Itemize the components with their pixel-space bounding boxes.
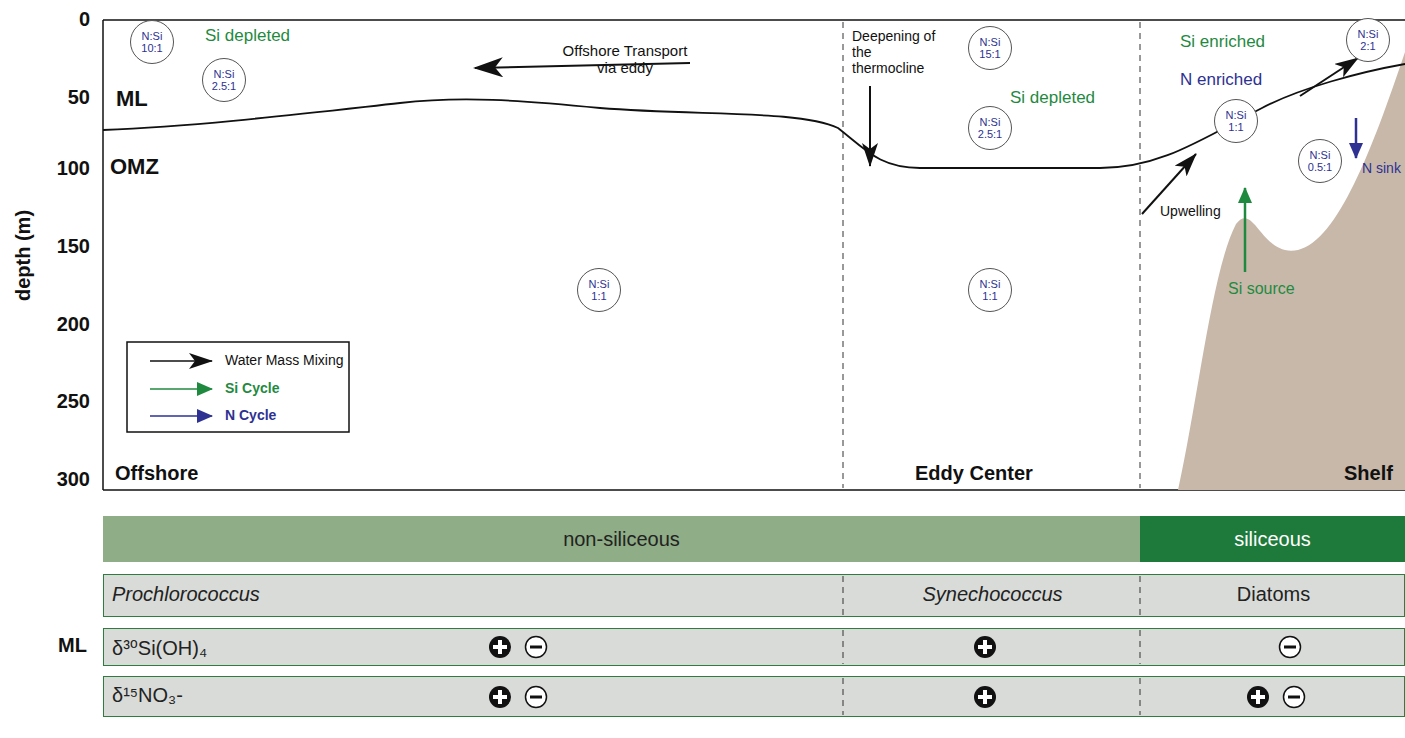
annotation: Si source bbox=[1228, 280, 1295, 298]
axis-title: depth (m) bbox=[13, 209, 36, 300]
deepening-arrow bbox=[869, 86, 871, 166]
node-text: Diatoms bbox=[1141, 583, 1405, 606]
annotation: N enriched bbox=[1180, 70, 1262, 90]
legend-box bbox=[127, 342, 349, 432]
node-text: N:Si 2.5:1 bbox=[209, 68, 239, 92]
ratio-circle: N:Si 10:1 bbox=[130, 20, 174, 64]
ratio-circle: N:Si 2.5:1 bbox=[968, 106, 1012, 150]
ratio-circle: N:Si 1:1 bbox=[577, 268, 621, 312]
isotope-row: δ¹⁵NO₃- bbox=[103, 676, 1405, 717]
band-siliceous: siliceous bbox=[1140, 516, 1405, 562]
offshore-transport-arrow bbox=[475, 63, 690, 68]
axis-tick-label: 50 bbox=[68, 86, 90, 109]
node-text: N:Si 2.5:1 bbox=[975, 116, 1005, 140]
ratio-circle: N:Si 0.5:1 bbox=[1298, 139, 1342, 183]
ratio-circle: N:Si 1:1 bbox=[968, 268, 1012, 312]
annotation: ML bbox=[58, 634, 87, 657]
legend-arrow bbox=[150, 360, 212, 362]
ratio-circle: N:Si 15:1 bbox=[968, 26, 1012, 70]
organism-row: Prochlorococcus SynechococcusDiatoms bbox=[103, 574, 1405, 617]
annotation: ML bbox=[116, 86, 148, 111]
axis-tick-label: 0 bbox=[79, 8, 90, 31]
axis-tick-label: 100 bbox=[57, 157, 90, 180]
shelf-seafloor bbox=[1178, 52, 1405, 490]
annotation: Si enriched bbox=[1180, 32, 1265, 52]
thermocline-curve bbox=[103, 64, 1405, 168]
legend-label: N Cycle bbox=[225, 407, 276, 423]
annotation: Eddy Center bbox=[915, 462, 1033, 485]
axis-tick-label: 250 bbox=[57, 390, 90, 413]
legend-arrow bbox=[150, 415, 212, 417]
annotation: Upwelling bbox=[1160, 203, 1221, 219]
annotation: Offshore Transport via eddy bbox=[560, 42, 690, 77]
legend-label: Si Cycle bbox=[225, 380, 279, 396]
node-text: siliceous bbox=[1234, 528, 1311, 551]
si-source-arrow bbox=[1244, 188, 1247, 272]
legend-label: Water Mass Mixing bbox=[225, 352, 344, 368]
annotation: Si depleted bbox=[1010, 88, 1095, 108]
legend-arrow bbox=[150, 388, 212, 390]
node-text: N:Si 15:1 bbox=[975, 36, 1005, 60]
node-text: δ¹⁵NO₃- bbox=[112, 684, 183, 707]
annotation: N sink bbox=[1362, 160, 1401, 176]
node-text: Prochlorococcus bbox=[112, 583, 260, 606]
ratio-circle: N:Si 2.5:1 bbox=[202, 58, 246, 102]
upwelling-arrow bbox=[1300, 58, 1358, 96]
axis-tick-label: 200 bbox=[57, 313, 90, 336]
region-dividers bbox=[843, 22, 1140, 488]
isotope-row: δ³⁰Si(OH)₄ bbox=[103, 628, 1405, 666]
node-text: N:Si 2:1 bbox=[1353, 28, 1383, 52]
annotation: Offshore bbox=[115, 462, 198, 485]
axis-tick-label: 150 bbox=[57, 235, 90, 258]
annotation: Shelf bbox=[1344, 462, 1393, 485]
node-text: N:Si 0.5:1 bbox=[1305, 149, 1335, 173]
axis-tick-label: 300 bbox=[57, 468, 90, 491]
ratio-circle: N:Si 1:1 bbox=[1214, 99, 1258, 143]
node-text: Synechococcus bbox=[844, 583, 1141, 606]
band-non-siliceous: non-siliceous bbox=[103, 516, 1140, 562]
node-text: N:Si 1:1 bbox=[584, 278, 614, 302]
node-text: non-siliceous bbox=[563, 528, 680, 551]
node-text: N:Si 10:1 bbox=[137, 30, 167, 54]
n-sink-arrow bbox=[1355, 118, 1358, 158]
node-text: N:Si 1:1 bbox=[1221, 109, 1251, 133]
ratio-circle: N:Si 2:1 bbox=[1346, 18, 1390, 62]
node-text: δ³⁰Si(OH)₄ bbox=[112, 636, 207, 660]
annotation: Si depleted bbox=[205, 26, 290, 46]
node-text: N:Si 1:1 bbox=[975, 278, 1005, 302]
annotation: Deepening of the thermocline bbox=[852, 28, 940, 76]
plot-frame bbox=[103, 20, 1405, 490]
annotation: OMZ bbox=[110, 154, 159, 179]
